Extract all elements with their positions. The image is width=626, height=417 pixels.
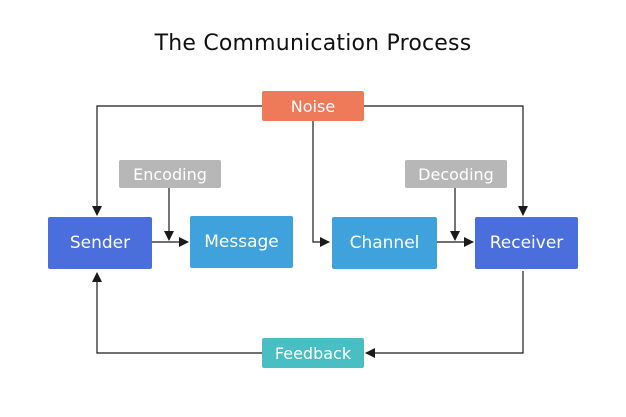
channel-label: Channel [349, 233, 420, 253]
channel-node: Channel [332, 217, 437, 269]
feedback-node: Feedback [262, 338, 364, 368]
arrow-noise-to-sender [92, 105, 262, 216]
receiver-node: Receiver [475, 217, 578, 269]
encoding-node: Encoding [119, 160, 221, 188]
message-label: Message [204, 232, 279, 252]
noise-node: Noise [262, 91, 364, 121]
diagram-title: The Communication Process [154, 31, 472, 56]
noise-label: Noise [290, 96, 336, 116]
message-node: Message [190, 216, 293, 268]
sender-label: Sender [69, 233, 131, 253]
receiver-label: Receiver [489, 233, 564, 253]
arrow-receiver-to-feedback [365, 271, 524, 358]
feedback-label: Feedback [274, 343, 352, 363]
arrow-feedback-to-sender [92, 272, 262, 354]
decoding-label: Decoding [418, 164, 494, 184]
arrow-noise-to-channel [312, 121, 330, 247]
sender-node: Sender [48, 217, 152, 269]
decoding-node: Decoding [405, 160, 507, 188]
arrow-noise-to-receiver [364, 105, 528, 216]
encoding-label: Encoding [133, 164, 207, 184]
